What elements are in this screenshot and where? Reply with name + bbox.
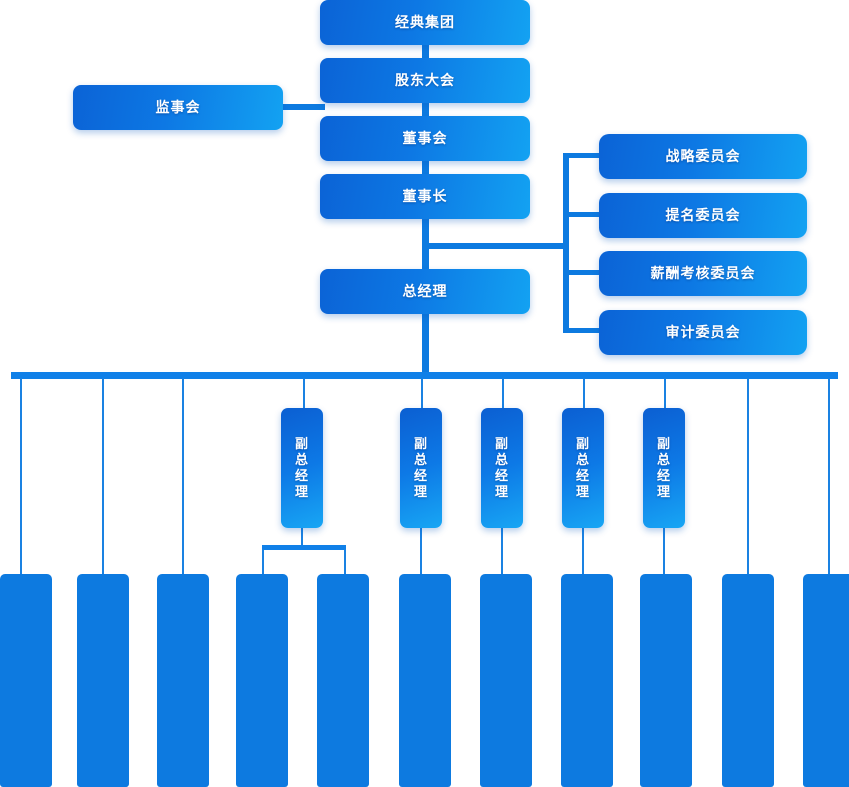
node-shareholders-meeting-label: 股东大会 [395,72,455,89]
committee-branch-nomination [563,212,603,217]
committee-branch-audit [563,328,603,333]
node-general-manager[interactable]: 总经理 [320,269,530,314]
node-department-11[interactable] [803,574,849,787]
node-board-of-directors-label: 董事会 [402,130,448,147]
department-bus-line [11,372,838,379]
node-vice-general-manager-5-label: 副总经理 [657,435,672,500]
vgm1-branch-right [344,549,346,574]
node-general-manager-label: 总经理 [402,283,448,300]
node-chairman-label: 董事长 [402,188,448,205]
node-department-2[interactable] [77,574,129,787]
vgm1-split-bar [262,545,346,550]
spine-connector-gm-to-bus [422,312,429,374]
node-department-6[interactable] [399,574,451,787]
bus-drop-10 [828,378,830,574]
committee-trunk-horizontal [425,243,568,249]
node-compensation-committee-label: 薪酬考核委员会 [650,265,756,282]
node-shareholders-meeting[interactable]: 股东大会 [320,58,530,103]
committee-branch-compensation [563,270,603,275]
node-department-1[interactable] [0,574,52,787]
vgm2-stem [420,528,422,574]
node-vice-general-manager-4[interactable]: 副总经理 [562,408,604,528]
node-group[interactable]: 经典集团 [320,0,530,45]
spine-connector-group-to-shareholders [422,40,429,62]
vgm1-stem [301,528,303,546]
bus-drop-7 [583,378,585,408]
node-vice-general-manager-3-label: 副总经理 [495,435,510,500]
node-audit-committee-label: 审计委员会 [665,324,741,341]
node-vice-general-manager-2-label: 副总经理 [414,435,429,500]
node-department-4[interactable] [236,574,288,787]
vgm1-branch-left [262,549,264,574]
bus-drop-4 [303,378,305,408]
node-nomination-committee[interactable]: 提名委员会 [599,193,807,238]
node-compensation-committee[interactable]: 薪酬考核委员会 [599,251,807,296]
vgm5-stem [663,528,665,574]
node-strategy-committee-label: 战略委员会 [665,148,741,165]
bus-drop-2 [102,378,104,574]
node-nomination-committee-label: 提名委员会 [665,207,741,224]
node-department-7[interactable] [480,574,532,787]
node-supervisory-board-label: 监事会 [155,99,201,116]
node-department-10[interactable] [722,574,774,787]
committee-branch-strategy [563,153,603,158]
bus-drop-5 [421,378,423,408]
node-chairman[interactable]: 董事长 [320,174,530,219]
bus-drop-8 [664,378,666,408]
node-vice-general-manager-3[interactable]: 副总经理 [481,408,523,528]
node-vice-general-manager-4-label: 副总经理 [576,435,591,500]
node-vice-general-manager-1[interactable]: 副总经理 [281,408,323,528]
bus-drop-1 [20,378,22,574]
node-department-5[interactable] [317,574,369,787]
node-board-of-directors[interactable]: 董事会 [320,116,530,161]
committee-trunk-vertical [563,153,569,333]
vgm3-stem [501,528,503,574]
node-group-label: 经典集团 [395,14,455,31]
node-department-8[interactable] [561,574,613,787]
bus-drop-3 [182,378,184,574]
node-vice-general-manager-5[interactable]: 副总经理 [643,408,685,528]
node-vice-general-manager-2[interactable]: 副总经理 [400,408,442,528]
bus-drop-6 [502,378,504,408]
node-department-3[interactable] [157,574,209,787]
node-audit-committee[interactable]: 审计委员会 [599,310,807,355]
node-vice-general-manager-1-label: 副总经理 [295,435,310,500]
supervisory-connector [281,104,325,110]
spine-connector-shareholders-to-board [422,99,429,121]
node-strategy-committee[interactable]: 战略委员会 [599,134,807,179]
vgm4-stem [582,528,584,574]
spine-connector-board-to-chairman [422,157,429,179]
bus-drop-9 [747,378,749,574]
node-department-9[interactable] [640,574,692,787]
node-supervisory-board[interactable]: 监事会 [73,85,283,130]
